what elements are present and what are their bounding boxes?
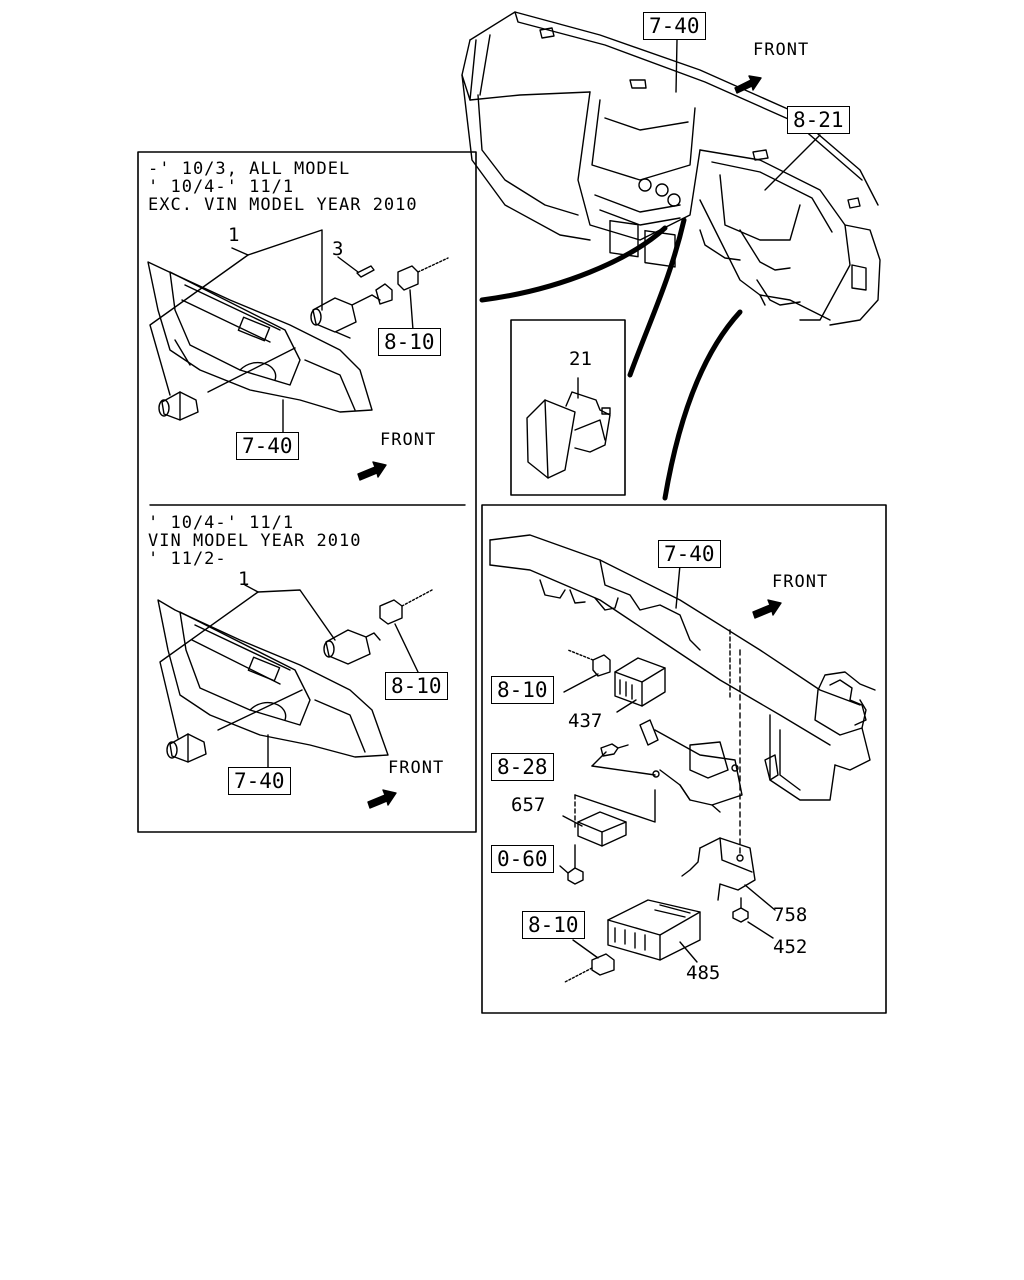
part-758[interactable]: 758 (773, 904, 808, 926)
bezel-illustration-a (147, 229, 449, 481)
callout-curves (479, 217, 743, 501)
part-1-b[interactable]: 1 (238, 568, 250, 590)
ref-8-10-d[interactable]: 8-10 (522, 911, 585, 939)
ref-8-10-c[interactable]: 8-10 (491, 676, 554, 704)
section-a-line-3: EXC. VIN MODEL YEAR 2010 (148, 195, 418, 215)
front-label-b: FRONT (388, 758, 445, 778)
part-485[interactable]: 485 (686, 962, 721, 984)
ref-8-10-b[interactable]: 8-10 (385, 672, 448, 700)
right-panel-frame (481, 504, 887, 1014)
part-3[interactable]: 3 (332, 238, 344, 260)
ref-0-60[interactable]: 0-60 (491, 845, 554, 873)
part-452[interactable]: 452 (773, 936, 808, 958)
ref-8-21-cluster[interactable]: 8-21 (787, 106, 850, 134)
ref-7-40-a[interactable]: 7-40 (236, 432, 299, 460)
ref-8-28[interactable]: 8-28 (491, 753, 554, 781)
part-1-a[interactable]: 1 (228, 224, 240, 246)
switch-panel-frame (510, 319, 626, 496)
front-label-a: FRONT (380, 430, 437, 450)
part-437[interactable]: 437 (568, 710, 603, 732)
section-b-line-2: VIN MODEL YEAR 2010 (148, 531, 362, 551)
ref-7-40-c[interactable]: 7-40 (658, 540, 721, 568)
crossmember-illustration (489, 534, 876, 983)
section-a-line-1: -' 10/3, ALL MODEL (148, 159, 351, 179)
switch-illustration (526, 377, 611, 479)
dashboard-illustration (461, 11, 881, 326)
front-label-top: FRONT (753, 40, 810, 60)
left-panel-frame (137, 151, 477, 833)
section-b-line-3: ' 11/2- (148, 549, 227, 569)
ref-7-40-b[interactable]: 7-40 (228, 767, 291, 795)
section-a-line-2: ' 10/4-' 11/1 (148, 177, 295, 197)
section-b-line-1: ' 10/4-' 11/1 (148, 513, 295, 533)
ref-8-10-a[interactable]: 8-10 (378, 328, 441, 356)
ref-7-40-dashboard[interactable]: 7-40 (643, 12, 706, 40)
part-21[interactable]: 21 (569, 348, 592, 370)
front-label-c: FRONT (772, 572, 829, 592)
part-657[interactable]: 657 (511, 794, 546, 816)
bezel-illustration-b (157, 584, 433, 809)
